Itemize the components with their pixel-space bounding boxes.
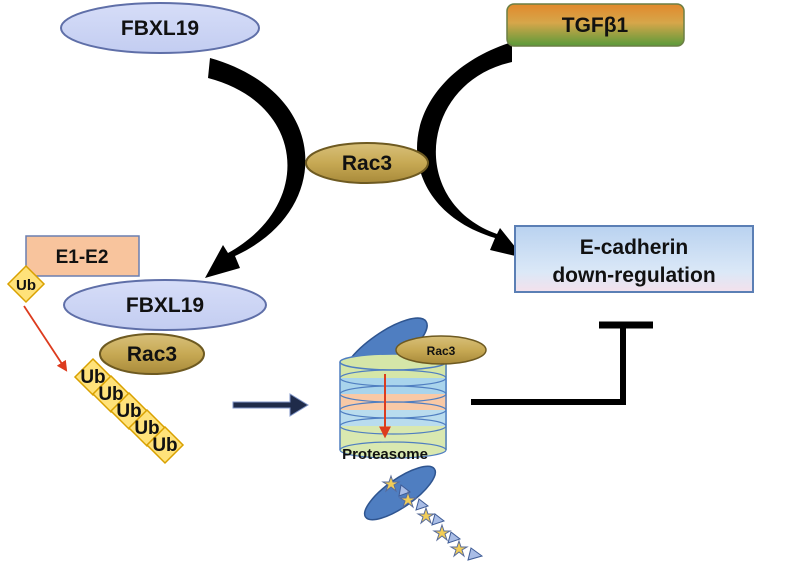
rac3-center-node: Rac3 xyxy=(305,142,429,184)
red-arrow-ub-transfer xyxy=(23,305,68,372)
triangle-fragment xyxy=(415,498,430,511)
triangle-fragment xyxy=(431,513,446,526)
triangle-fragment xyxy=(398,484,412,497)
curved-arrow-fbxl19-to-complex xyxy=(205,58,306,278)
ecadherin-node: E-cadherin down-regulation xyxy=(514,225,754,293)
rac3-proteasome-label: Rac3 xyxy=(427,344,456,358)
fbxl19-top-node: FBXL19 xyxy=(60,2,260,54)
ub-chain-label: Ub xyxy=(98,384,123,405)
ub-chain-item: Ub xyxy=(145,425,185,465)
arrow-to-proteasome xyxy=(232,393,309,417)
ub-free-label: Ub xyxy=(16,277,36,294)
ecadherin-label-line1: E-cadherin xyxy=(580,236,689,259)
star-fragment xyxy=(432,523,452,542)
e1e2-label: E1-E2 xyxy=(56,247,109,268)
degraded-fragments xyxy=(381,474,484,561)
triangle-fragment xyxy=(447,531,462,544)
e1e2-node: E1-E2 xyxy=(25,235,140,277)
ecadherin-label-line2: down-regulation xyxy=(552,264,715,287)
ub-free: Ub xyxy=(6,264,46,304)
tgfb1-label: TGFβ1 xyxy=(562,14,629,37)
fbxl19-complex-label: FBXL19 xyxy=(126,294,204,317)
inhibition-symbol xyxy=(471,321,653,405)
rac3-complex-node: Rac3 xyxy=(99,333,205,375)
ub-chain-label: Ub xyxy=(134,418,159,439)
ub-diamond xyxy=(145,425,185,465)
ub-chain-label: Ub xyxy=(80,367,105,388)
curved-arrow-tgfb1-to-ecadherin xyxy=(417,42,524,258)
tgfb1-node: TGFβ1 xyxy=(506,3,685,47)
rac3-center-label: Rac3 xyxy=(342,152,392,175)
fbxl19-complex-node: FBXL19 xyxy=(63,279,267,331)
star-fragment xyxy=(398,490,418,509)
star-fragment xyxy=(381,474,401,493)
rac3-proteasome-node: Rac3 xyxy=(395,335,487,365)
proteasome-label: Proteasome xyxy=(342,446,428,463)
star-fragment xyxy=(416,506,436,525)
star-fragment xyxy=(449,539,469,558)
fbxl19-top-label: FBXL19 xyxy=(121,17,199,40)
triangle-fragment xyxy=(467,547,484,561)
ub-chain-label: Ub xyxy=(116,401,141,422)
ub-chain-label: Ub xyxy=(152,435,177,456)
rac3-complex-label: Rac3 xyxy=(127,343,177,366)
